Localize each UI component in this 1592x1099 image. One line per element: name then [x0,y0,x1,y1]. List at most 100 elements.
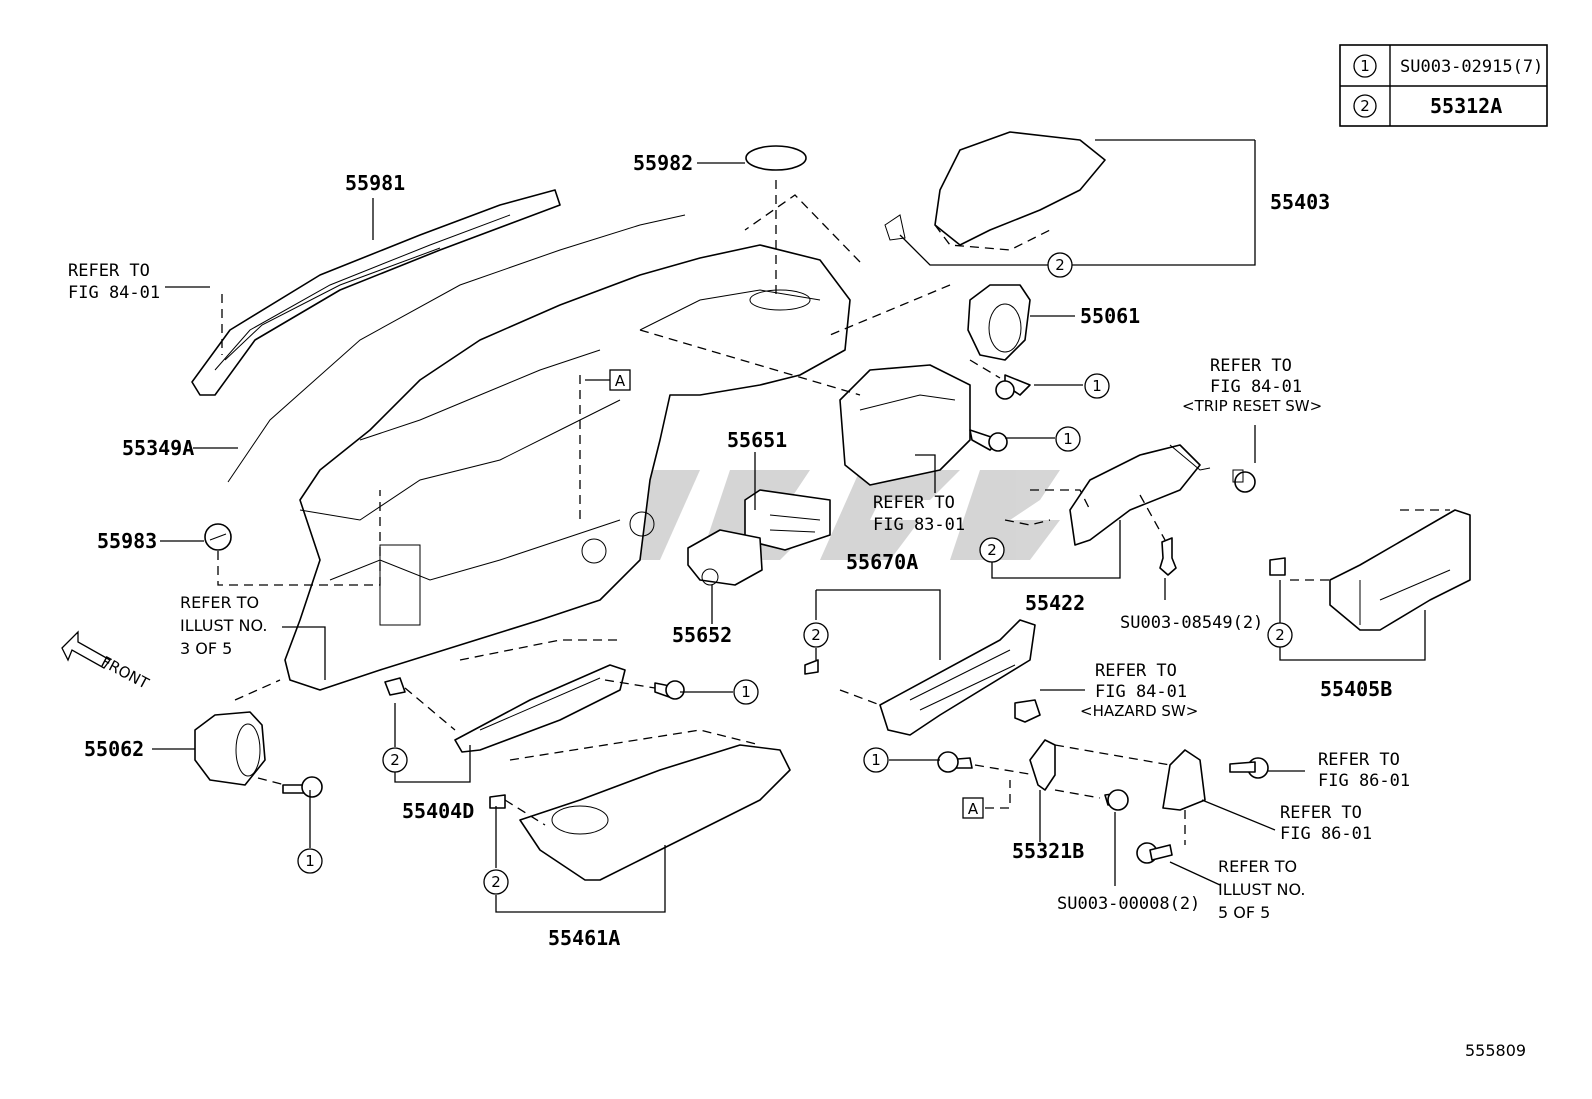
legend-symbol-1: 1 [1360,57,1370,75]
part-label-55651: 55651 [727,428,787,452]
ref-box-a-bottom: A [962,797,984,819]
svg-text:REFER TO: REFER TO [1280,803,1362,823]
svg-text:REFER TO: REFER TO [68,261,150,281]
callout-1-b: 1 [1055,426,1081,452]
callout-2-c: 2 [803,622,829,648]
part-label-55652: 55652 [672,623,732,647]
part-label-55403: 55403 [1270,190,1330,214]
callout-1-a: 1 [1084,373,1110,399]
svg-text:FIG 86-01: FIG 86-01 [1318,771,1410,791]
lower-panel-part [384,664,626,753]
svg-text:1: 1 [1092,377,1102,395]
ref-note-fig-84-01-top-left: REFER TO FIG 84-01 [68,261,160,303]
svg-text:FIG 84-01: FIG 84-01 [68,283,160,303]
lower-finish-panel-part [1269,509,1471,631]
part-label-su003-00008: SU003-00008(2) [1057,894,1200,914]
leader-lines [152,139,1426,913]
ref-note-fig-86-01-a: REFER TO FIG 86-01 [1318,750,1410,791]
svg-text:2: 2 [1055,256,1065,274]
defroster-grille-part [191,189,561,396]
assembly-dashed-lines [217,180,1450,845]
svg-text:1: 1 [871,751,881,769]
svg-text:REFER TO: REFER TO [1218,857,1297,876]
svg-text:FIG 84-01: FIG 84-01 [1210,377,1302,397]
sensor-part [204,523,232,551]
ref-note-illust-5-of-5: REFER TO ILLUST NO. 5 OF 5 [1218,857,1305,922]
svg-text:2: 2 [1275,626,1285,644]
callout-2-d: 2 [1267,622,1293,648]
center-vent-lower-part [687,529,763,586]
legend-value-1: SU003-02915(7) [1400,57,1543,77]
svg-text:FIG 86-01: FIG 86-01 [1280,824,1372,844]
svg-text:REFER TO: REFER TO [1095,661,1177,681]
seal-strip-part [227,214,686,483]
part-label-55670A: 55670A [846,550,918,574]
clip-part [1159,537,1177,576]
meter-hood-part [884,131,1106,251]
svg-text:<TRIP RESET SW>: <TRIP RESET SW> [1182,397,1322,415]
svg-text:5 OF 5: 5 OF 5 [1218,903,1270,922]
svg-text:REFER TO: REFER TO [180,593,259,612]
svg-text:1: 1 [305,852,315,870]
legend-symbol-2: 2 [1360,97,1370,115]
part-label-55982: 55982 [633,151,693,175]
callout-1-d: 1 [297,848,323,874]
callout-1-c: 1 [733,679,759,705]
svg-text:ILLUST NO.: ILLUST NO. [180,616,267,635]
ref-note-fig-86-01-b: REFER TO FIG 86-01 [1280,803,1372,844]
svg-text:FIG 84-01: FIG 84-01 [1095,682,1187,702]
instrument-panel-body [284,244,851,691]
glove-box-part [489,744,791,881]
svg-text:2: 2 [491,873,501,891]
svg-text:REFER TO: REFER TO [873,493,955,513]
figure-id: 555809 [1465,1041,1526,1060]
part-label-55405B: 55405B [1320,677,1392,701]
legend-row-1: 1 SU003-02915(7) [1353,54,1543,78]
screw-icon [282,374,1269,864]
svg-text:REFER TO: REFER TO [1318,750,1400,770]
knee-vent-part [194,711,266,786]
center-cluster-panel-part [804,619,1041,736]
sensor-cap-part [745,145,807,171]
part-label-55461A: 55461A [548,926,620,950]
ref-note-fig-83-01: REFER TO FIG 83-01 [873,493,965,535]
svg-text:1: 1 [1063,430,1073,448]
svg-text:ILLUST NO.: ILLUST NO. [1218,880,1305,899]
svg-text:FIG 83-01: FIG 83-01 [873,515,965,535]
cluster-finish-panel-part [1069,444,1256,546]
part-label-55981: 55981 [345,171,405,195]
callout-2-e: 2 [382,747,408,773]
svg-text:REFER TO: REFER TO [1210,356,1292,376]
part-label-55321B: 55321B [1012,839,1084,863]
svg-text:A: A [615,372,626,390]
part-label-55422: 55422 [1025,591,1085,615]
part-label-55983: 55983 [97,529,157,553]
bracket-part [1029,739,1206,811]
part-label-su003-08549: SU003-08549(2) [1120,613,1263,633]
part-label-55349A: 55349A [122,436,194,460]
svg-text:A: A [968,800,979,818]
part-label-55061: 55061 [1080,304,1140,328]
svg-text:3 OF 5: 3 OF 5 [180,639,232,658]
front-label: FRONT [98,653,152,693]
svg-text:2: 2 [811,626,821,644]
meter-cluster-part [839,364,971,486]
front-arrow: FRONT [61,630,153,693]
side-vent-part [967,284,1031,361]
ref-note-illust-3-of-5: REFER TO ILLUST NO. 3 OF 5 [180,593,267,658]
legend-row-2: 2 55312A [1353,94,1502,118]
svg-text:2: 2 [390,751,400,769]
callout-1-e: 1 [863,747,889,773]
legend-table: 1 SU003-02915(7) 2 55312A [1339,44,1548,127]
ref-note-hazard-sw: REFER TO FIG 84-01 <HAZARD SW> [1080,661,1198,720]
svg-text:1: 1 [741,683,751,701]
callout-2-a: 2 [1047,252,1073,278]
legend-value-2: 55312A [1430,94,1502,118]
callout-2-f: 2 [483,869,509,895]
ref-box-a-top: A [585,369,631,391]
ref-note-trip-reset-sw: REFER TO FIG 84-01 <TRIP RESET SW> [1182,356,1322,415]
part-label-55062: 55062 [84,737,144,761]
svg-text:<HAZARD SW>: <HAZARD SW> [1080,702,1198,720]
svg-text:2: 2 [987,541,997,559]
